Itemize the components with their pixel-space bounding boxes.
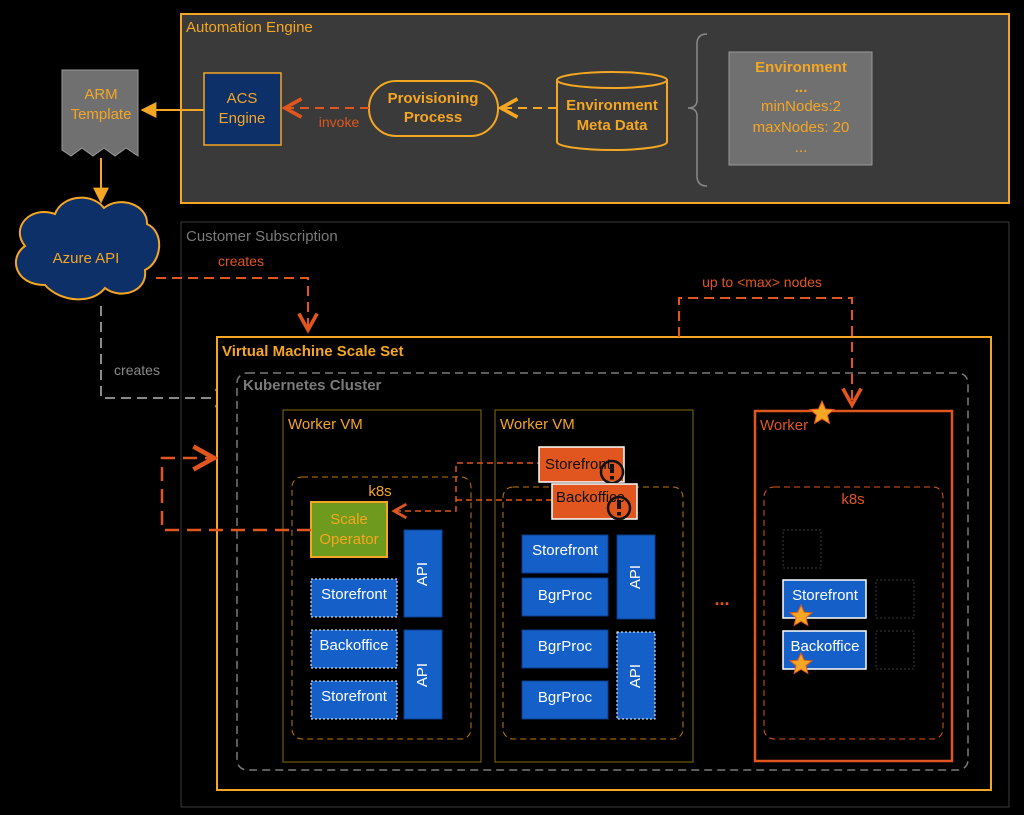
environment-card-line: minNodes:2 [761, 98, 841, 115]
pod-backoffice: Backoffice [782, 630, 867, 675]
pending-pod-storefront: Storefront [538, 446, 625, 485]
empty-slot [782, 529, 822, 569]
api-label: API [627, 664, 644, 688]
azure-api-cloud: Azure API [14, 196, 161, 301]
environment-meta-data-label-2: Meta Data [577, 117, 649, 134]
kubernetes-cluster-box: Kubernetes Cluster [236, 372, 969, 771]
environment-card-line: ... [795, 139, 808, 156]
environment-card-line: maxNodes: 20 [753, 119, 850, 136]
kubernetes-cluster-title: Kubernetes Cluster [243, 377, 382, 394]
api-label: API [414, 562, 431, 586]
api-block: API [403, 529, 443, 618]
arm-template-label-2: Template [71, 106, 132, 123]
empty-slot [875, 630, 915, 670]
star-icon [788, 651, 814, 675]
environment-meta-data-cylinder: Environment Meta Data [556, 71, 668, 151]
pod-label: BgrProc [538, 689, 593, 706]
pod-storefront: Storefront [521, 534, 609, 574]
scale-out-arrow [678, 297, 852, 405]
pod-bgrproc: BgrProc [521, 629, 609, 669]
scale-operator-label-2: Operator [319, 531, 378, 548]
pod-label: Storefront [321, 586, 388, 603]
provisioning-process-label-2: Process [404, 109, 462, 126]
api-block: API [616, 631, 656, 720]
brace-icon [687, 33, 708, 187]
vmss-title: Virtual Machine Scale Set [222, 343, 403, 360]
environment-card-title: Environment [755, 59, 847, 76]
pod-label: Storefront [792, 587, 859, 604]
star-icon [788, 603, 814, 627]
worker-new-title: Worker [760, 417, 808, 434]
k8s-node-1 [291, 476, 472, 740]
environment-card: Environment ... minNodes:2 maxNodes: 20 … [728, 51, 873, 166]
scale-feedback-arrow [160, 458, 311, 532]
acs-engine-label-1: ACS [227, 90, 258, 107]
pod-label: BgrProc [538, 638, 593, 655]
k8s-label: k8s [841, 491, 864, 508]
scale-operator-box: Scale Operator [310, 501, 388, 558]
provisioning-process-box: Provisioning Process [368, 80, 499, 137]
pod-storefront: Storefront [310, 680, 398, 720]
star-icon [808, 399, 836, 425]
pending-pod-backoffice: Backoffice [551, 483, 638, 521]
pod-storefront: Storefront [310, 578, 398, 618]
worker-vm-1-title: Worker VM [288, 416, 363, 433]
pod-bgrproc: BgrProc [521, 577, 609, 617]
api-label: API [414, 663, 431, 687]
max-nodes-label: up to <max> nodes [702, 274, 822, 290]
pod-label: Storefront [532, 542, 599, 559]
environment-meta-data-label-1: Environment [566, 97, 658, 114]
customer-subscription-title: Customer Subscription [186, 228, 338, 245]
warning-icon [606, 495, 632, 521]
environment-card-line: ... [795, 79, 808, 96]
creates-left-label: creates [114, 362, 160, 378]
arm-template-label-1: ARM [84, 86, 117, 103]
api-label: API [627, 565, 644, 589]
pod-label: BgrProc [538, 587, 593, 604]
pod-label: Storefront [321, 688, 388, 705]
pod-label: Backoffice [320, 637, 389, 654]
more-workers-ellipsis: ... [714, 589, 729, 609]
worker-vm-1: Worker VM k8s Scale Operator Storefront … [282, 409, 482, 763]
pending-pod-label: Storefront [545, 456, 612, 473]
creates-top-label: creates [218, 253, 264, 269]
pod-bgrproc: BgrProc [521, 680, 609, 720]
creates-cluster-arrow [100, 306, 232, 398]
acs-engine-label-2: Engine [219, 110, 266, 127]
api-block: API [403, 629, 443, 720]
pending-pod-label: Backoffice [556, 489, 625, 506]
provisioning-process-label-1: Provisioning [388, 90, 479, 107]
api-block: API [616, 534, 656, 620]
pod-backoffice: Backoffice [310, 629, 398, 669]
warning-icon [599, 459, 625, 485]
pending-to-operator-arrow [394, 462, 553, 511]
invoke-label: invoke [319, 114, 360, 130]
pod-storefront: Storefront [782, 579, 867, 627]
k8s-label: k8s [368, 483, 391, 500]
azure-api-label: Azure API [53, 250, 120, 267]
arm-template-document: ARM Template [61, 69, 139, 157]
empty-slot [875, 579, 915, 619]
creates-vmss-arrow [156, 277, 308, 330]
automation-engine-title: Automation Engine [186, 19, 313, 36]
k8s-node-3 [763, 486, 944, 740]
worker-vm-2-title: Worker VM [500, 416, 575, 433]
worker-new: Worker k8s Storefront Backoffice [753, 399, 954, 763]
acs-engine-box: ACS Engine [203, 72, 282, 146]
scale-operator-label-1: Scale [330, 511, 368, 528]
pod-label: Backoffice [791, 638, 860, 655]
